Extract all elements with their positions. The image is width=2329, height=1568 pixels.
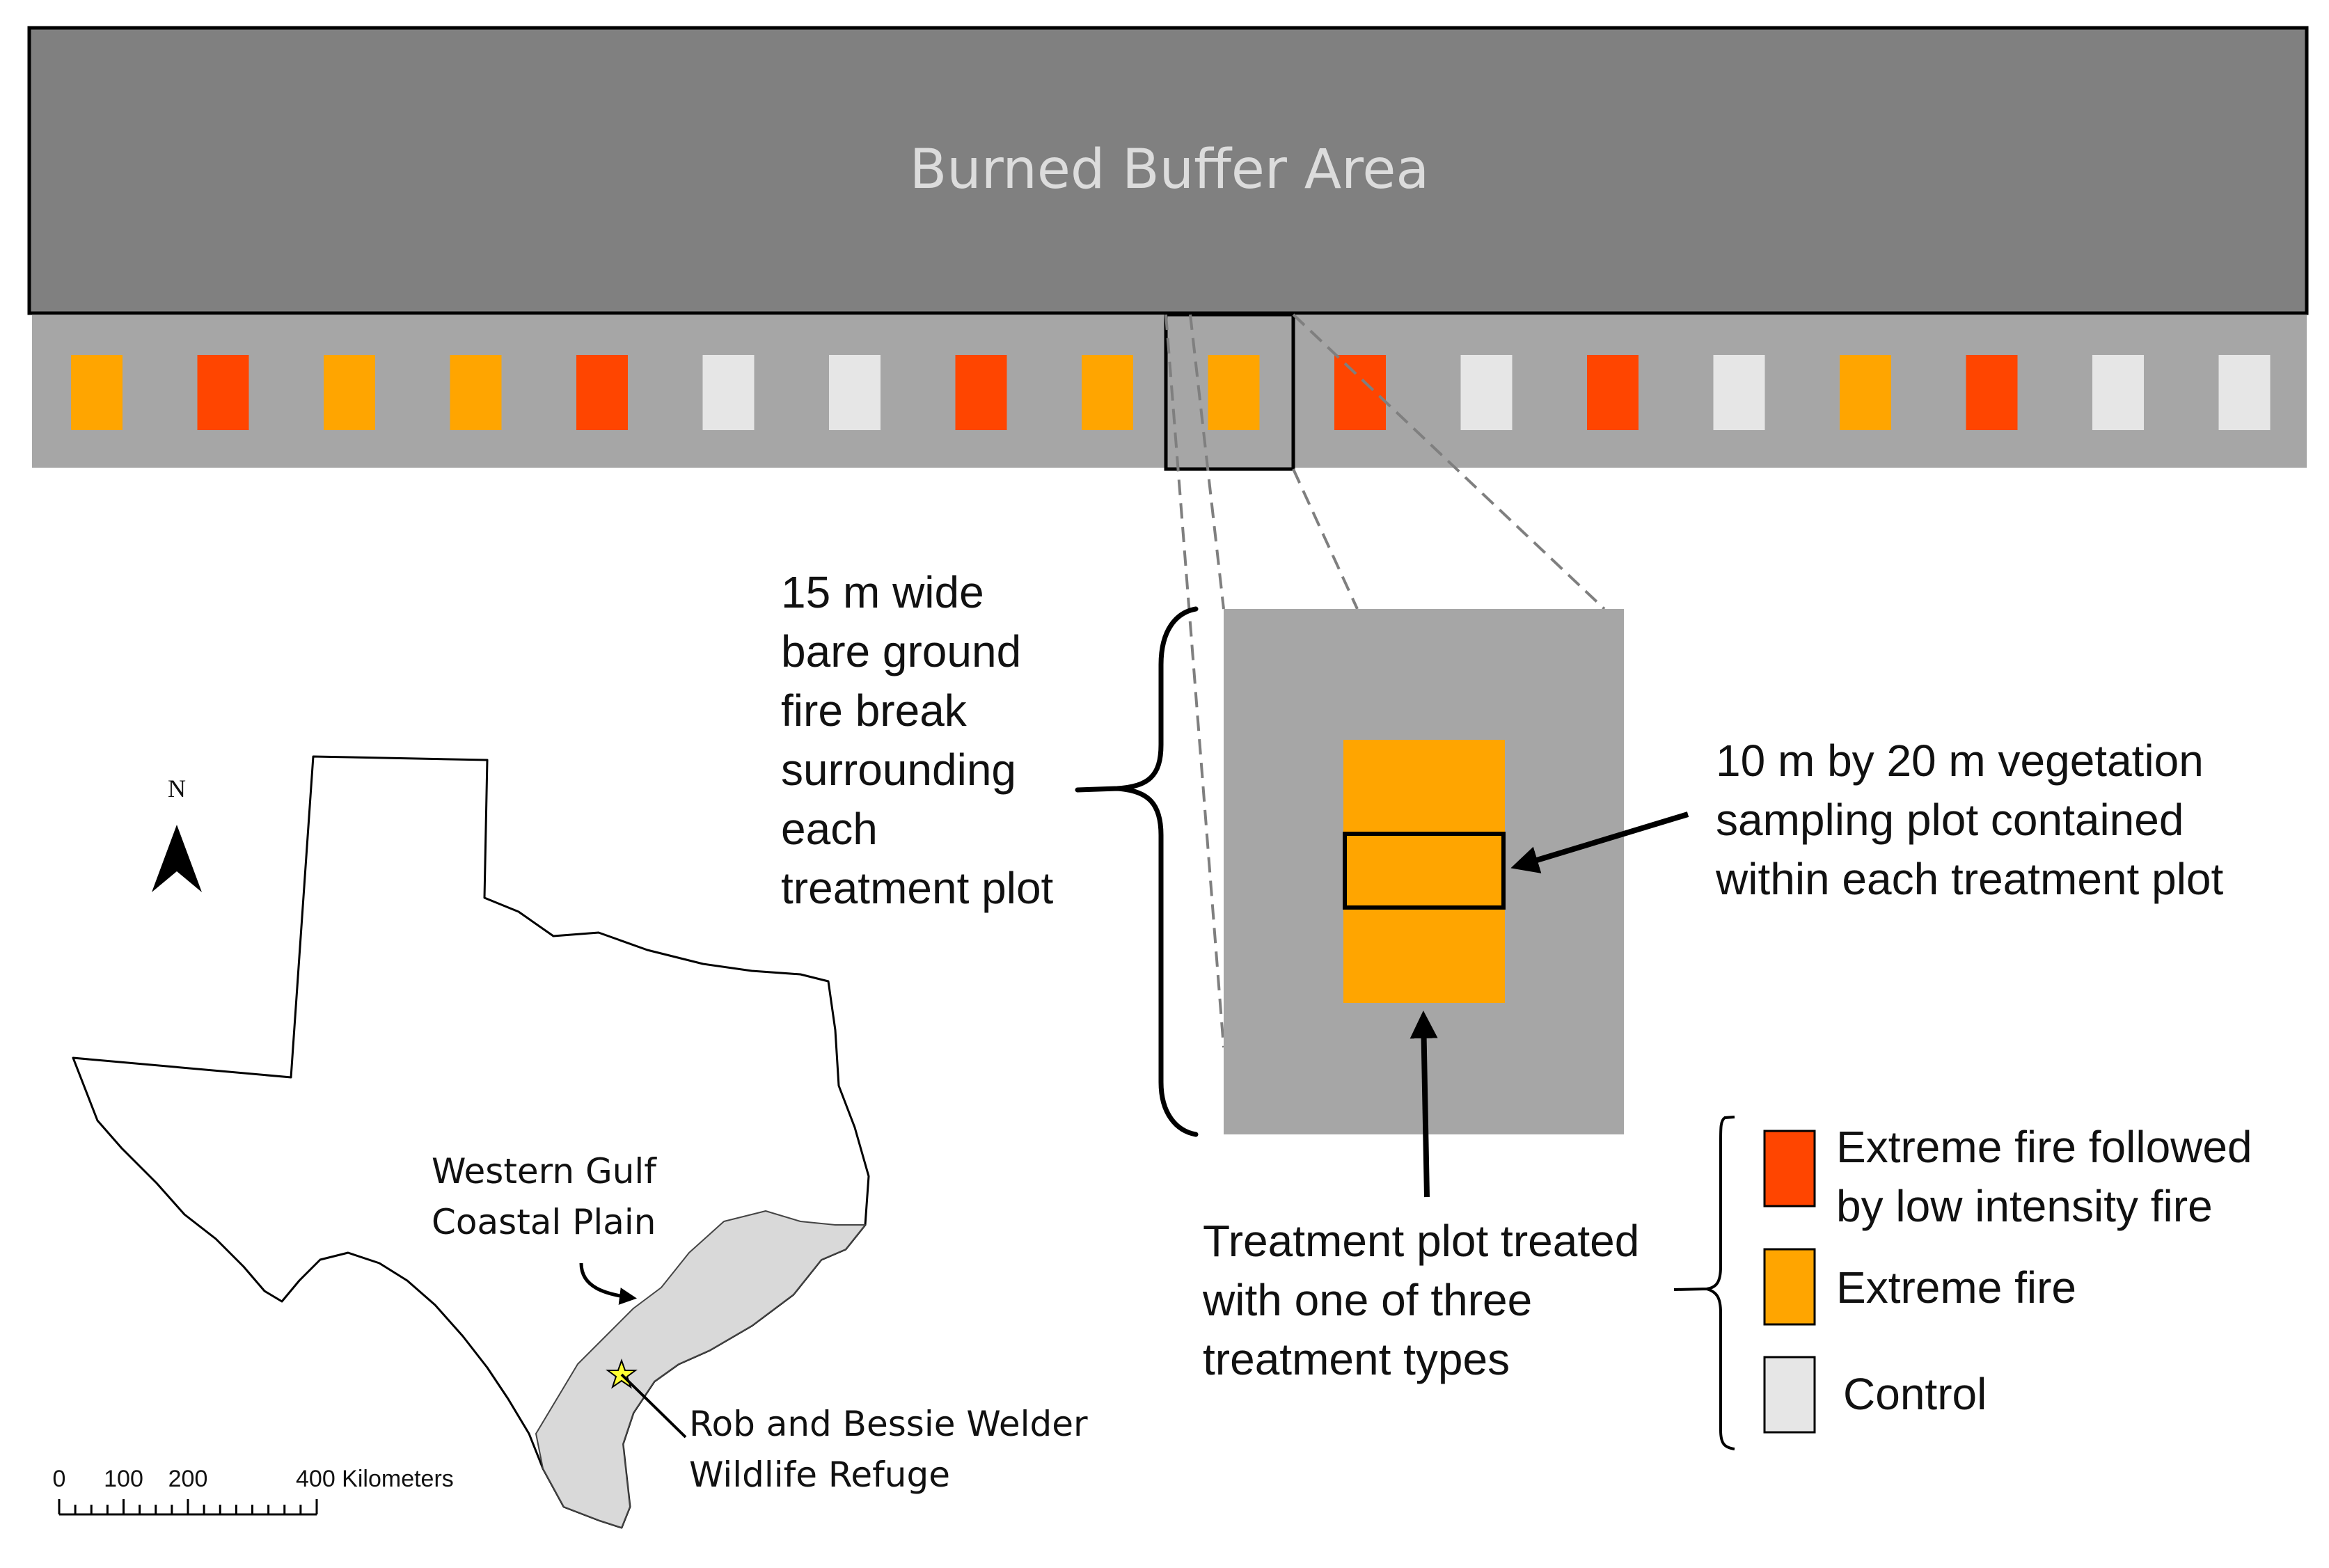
legend-brace bbox=[1673, 1116, 1735, 1450]
coastal-plain-line: Coastal Plain bbox=[432, 1202, 656, 1242]
legend-label-control: Control bbox=[1843, 1369, 1987, 1419]
zoom-line bbox=[1189, 314, 1225, 610]
texas-map: Western Gulf Coastal Plain Rob and Bessi… bbox=[53, 755, 1099, 1529]
treatment-plot-extreme bbox=[324, 355, 375, 430]
treatment-plot-arrow bbox=[1410, 1011, 1438, 1198]
scale-bar-label: 200 bbox=[168, 1466, 208, 1492]
fire-break-line: surrounding bbox=[781, 745, 1016, 795]
buffer-title: Burned Buffer Area bbox=[910, 138, 1429, 201]
treatment-plot-extreme bbox=[1840, 355, 1891, 430]
treatment-plot-line: treatment types bbox=[1203, 1334, 1510, 1384]
scale-bar-label: 0 bbox=[53, 1466, 66, 1492]
refuge-line: Rob and Bessie Welder bbox=[689, 1404, 1088, 1444]
treatment-plot-extreme-low bbox=[1966, 355, 2018, 430]
star-icon bbox=[606, 1359, 638, 1389]
treatment-plot-line: with one of three bbox=[1202, 1275, 1532, 1325]
treatment-plot-control bbox=[702, 355, 755, 430]
coastal-plain-line: Western Gulf bbox=[432, 1151, 657, 1191]
legend-label-extreme: Extreme fire bbox=[1836, 1262, 2076, 1313]
coastal-plain-label: Western Gulf Coastal Plain bbox=[432, 1151, 668, 1242]
fire-break-label: 15 m wide bare ground fire break surroun… bbox=[781, 567, 1054, 913]
fire-break-line: each bbox=[781, 804, 878, 854]
treatment-plot-control bbox=[1713, 355, 1765, 430]
treatment-plot-extreme-low bbox=[197, 355, 249, 430]
refuge-line: Wildlife Refuge bbox=[689, 1455, 950, 1495]
fire-break-line: treatment plot bbox=[781, 863, 1054, 913]
zoom-line bbox=[1292, 468, 1359, 610]
treatment-plot-extreme bbox=[1082, 355, 1133, 430]
north-arrow-icon bbox=[152, 825, 202, 892]
scale-bar-label: 400 Kilometers bbox=[296, 1466, 454, 1492]
scale-bar: 0 100 200 400 Kilometers bbox=[53, 1466, 454, 1516]
fire-break-line: 15 m wide bbox=[781, 567, 984, 617]
treatment-plot-control bbox=[2218, 355, 2271, 430]
treatment-plots bbox=[71, 355, 2271, 430]
fire-break-brace bbox=[1075, 606, 1199, 1137]
burned-buffer-area bbox=[27, 26, 2309, 315]
treatment-plot-line: Treatment plot treated bbox=[1203, 1216, 1639, 1266]
legend-swatch-extreme bbox=[1763, 1248, 1816, 1326]
zoom-lines bbox=[1164, 313, 1606, 1048]
fire-break-line: fire break bbox=[781, 686, 968, 736]
zoomed-treatment-plot bbox=[1343, 740, 1505, 1003]
treatment-plot-control bbox=[2092, 355, 2144, 430]
legend-swatch-extreme-low bbox=[1763, 1130, 1816, 1207]
sampling-plot-line: 10 m by 20 m vegetation bbox=[1716, 736, 2204, 786]
sampling-plot-arrow bbox=[1510, 811, 1689, 873]
coastal-plain-curved-arrow bbox=[579, 1262, 637, 1305]
legend-swatch-control bbox=[1763, 1356, 1816, 1434]
treatment-plot-extreme-low bbox=[1587, 355, 1639, 430]
legend-label-extreme-low: Extreme fire followed by low intensity f… bbox=[1836, 1122, 2264, 1231]
zoom-line bbox=[1292, 313, 1606, 610]
north-label: N bbox=[168, 775, 186, 802]
treatment-plot-extreme bbox=[71, 355, 123, 430]
treatment-plot-extreme-low bbox=[955, 355, 1007, 430]
refuge-label: Rob and Bessie Welder Wildlife Refuge bbox=[689, 1404, 1099, 1495]
highlighted-plot-box bbox=[1164, 312, 1295, 471]
treatment-plot-extreme bbox=[450, 355, 502, 430]
sampling-plot-line: sampling plot contained bbox=[1716, 795, 2184, 845]
treatment-plot-extreme-low bbox=[1334, 355, 1386, 430]
refuge-pointer-line bbox=[620, 1373, 687, 1439]
treatment-plot-extreme-low bbox=[576, 355, 628, 430]
sampling-plot-line: within each treatment plot bbox=[1715, 854, 2224, 904]
treatment-plot-extreme bbox=[1208, 355, 1260, 430]
legend-label-line: Extreme fire followed bbox=[1836, 1122, 2252, 1172]
scale-bar-label: 100 bbox=[104, 1466, 143, 1492]
coastal-plain-region bbox=[535, 1210, 866, 1528]
treatment-plot-label: Treatment plot treated with one of three… bbox=[1202, 1216, 1652, 1384]
zoom-line bbox=[1164, 314, 1225, 1048]
fire-break-line: bare ground bbox=[781, 626, 1021, 676]
treatment-plot-control bbox=[829, 355, 881, 430]
treatment-plot-control bbox=[1460, 355, 1513, 430]
vegetation-sampling-plot bbox=[1343, 832, 1506, 910]
treatment-strip bbox=[32, 315, 2307, 468]
legend-label-line: by low intensity fire bbox=[1836, 1181, 2213, 1231]
sampling-plot-label: 10 m by 20 m vegetation sampling plot co… bbox=[1715, 736, 2224, 904]
